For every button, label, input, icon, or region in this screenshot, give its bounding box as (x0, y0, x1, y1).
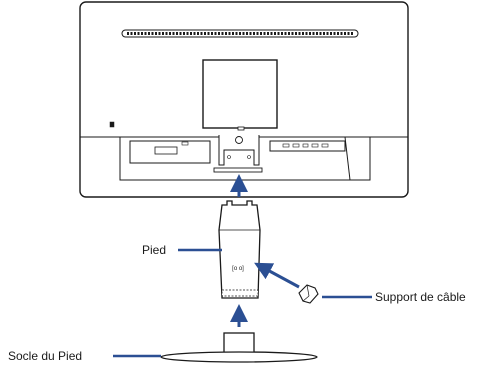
stand-base-label: Socle du Pied (8, 349, 83, 363)
cable-holder-label: Support de câble (375, 290, 466, 304)
stand-column: [o o] (218, 200, 261, 299)
cable-holder-clip (298, 284, 319, 304)
arrow-diagonal-icon (254, 262, 300, 289)
monitor-back (79, 1, 409, 198)
stand-base (160, 332, 318, 363)
kensington-slot (109, 121, 115, 128)
leader-lines (113, 248, 372, 358)
stand-logo: [o o] (232, 266, 244, 272)
vesa-mount-plate (202, 59, 278, 129)
stand-label: Pied (142, 243, 167, 257)
